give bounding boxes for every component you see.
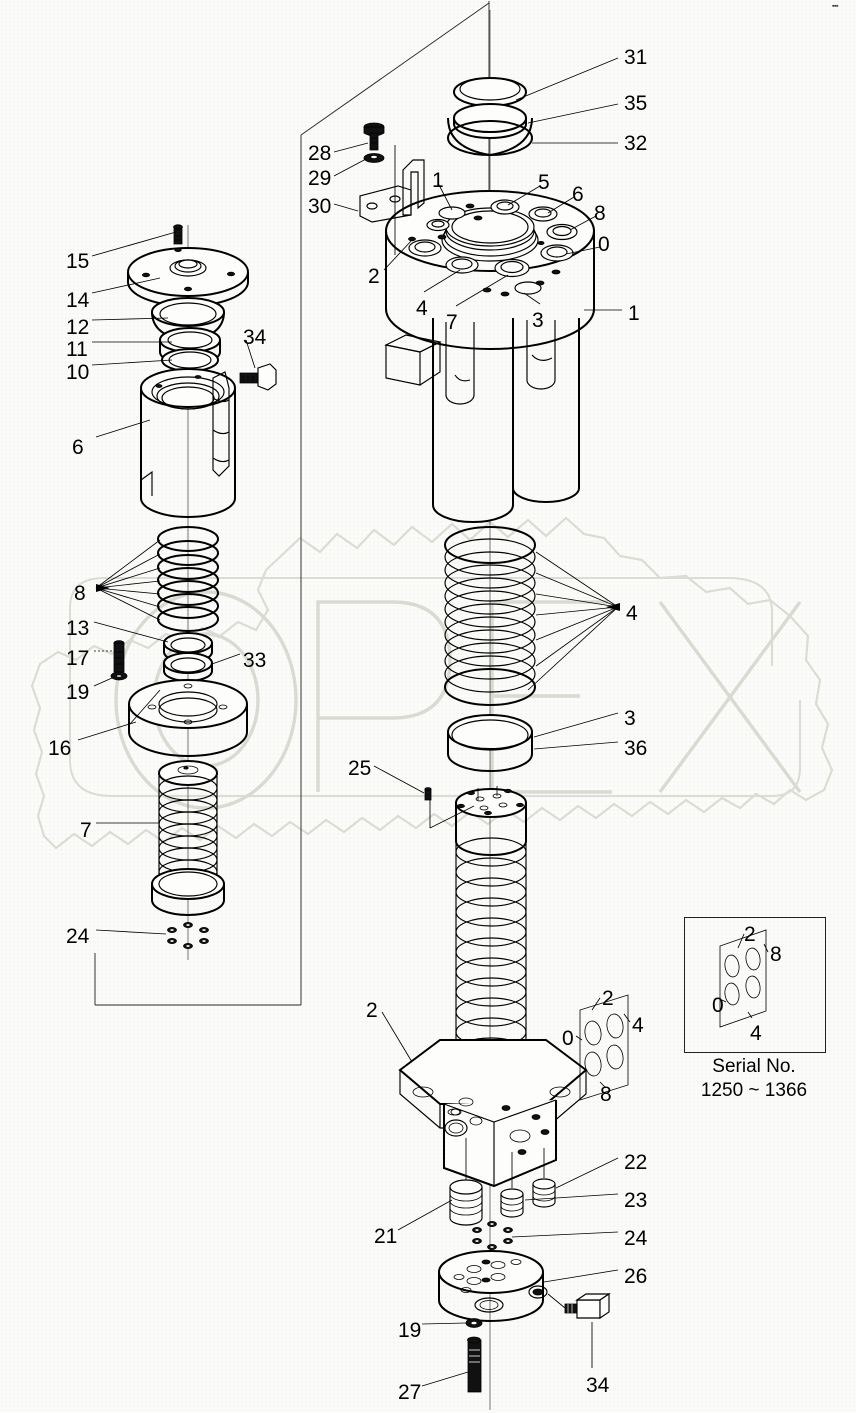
callout-5: 5 [538,171,550,194]
part-bolt-27 [467,1336,482,1393]
callout-2: 2 [602,987,614,1010]
callout-0: 0 [598,233,610,256]
callout-34: 34 [586,1374,610,1397]
part-seal-10 [161,348,219,372]
callout-24: 24 [66,925,90,948]
callout-22: 22 [624,1151,648,1174]
part-bolt-28 [363,122,385,151]
callout-0: 0 [712,994,724,1017]
part-pin-25 [424,787,432,801]
part-plug-22 [532,1178,556,1208]
callout-4: 4 [750,1022,762,1045]
callout-8: 8 [770,943,782,966]
callout-6: 6 [572,183,584,206]
callout-34: 34 [243,326,267,349]
callout-3: 3 [624,707,636,730]
part-plug-23 [500,1188,524,1218]
callout-8: 8 [600,1083,612,1106]
callout-10: 10 [66,361,90,384]
callout-1: 1 [432,169,444,192]
callout-25: 25 [348,757,372,780]
callout-8: 8 [74,582,86,605]
callout-4: 4 [626,602,638,625]
callout-2: 2 [366,999,378,1022]
callout-28: 28 [308,142,332,165]
part-washers-24-left [167,922,209,950]
callout-2: 2 [744,923,756,946]
corner-mark: ▪▪▪ [832,3,838,10]
part-washers-24-lower [472,1221,513,1251]
callout-8: 8 [594,202,606,225]
callout-12: 12 [66,316,90,339]
serial-no-caption: Serial No. 1250 ~ 1366 [684,1055,824,1103]
callout-30: 30 [308,195,332,218]
callout-26: 26 [624,1265,648,1288]
callout-19: 19 [66,681,90,704]
callout-29: 29 [308,167,332,190]
part-seal-12 [151,297,225,343]
callout-14: 14 [66,289,90,312]
callout-32: 32 [624,132,648,155]
part-plug-21 [449,1179,483,1226]
part-bellows-7-left [151,760,225,916]
callout-16: 16 [48,737,72,760]
part-washer-19-bottom [465,1318,483,1328]
callout-27: 27 [398,1381,422,1404]
callout-35: 35 [624,92,648,115]
part-washer-29 [363,153,385,163]
part-housing-6-left [140,368,236,518]
callout-23: 23 [624,1189,648,1212]
part-ring-35-32 [447,103,533,157]
serial-no-box [684,917,826,1053]
callout-17: 17 [66,647,90,670]
leader-lines [77,57,769,1387]
callout-13: 13 [66,617,90,640]
gasket-inset-plate [579,994,629,1101]
callout-4: 4 [416,297,428,320]
callout-11: 11 [66,338,88,361]
part-ring-3-36 [447,714,533,772]
callout-3: 3 [532,309,544,332]
part-bolt-15 [173,224,183,245]
frame-outline [94,1,490,1006]
callout-7: 7 [80,819,92,842]
part-upper-flange [385,190,595,350]
part-main-body [384,318,580,523]
part-bottom-cap-26 [438,1250,548,1322]
part-bolt-34-left [239,363,277,391]
callout-15: 15 [66,250,90,273]
callout-24: 24 [624,1227,648,1250]
callout-6: 6 [72,436,84,459]
part-bolt-34-bottom [564,1292,611,1320]
part-bolt-17 [113,640,125,673]
part-oring-31 [453,77,527,107]
serial-no-range: 1250 ~ 1366 [700,1080,808,1101]
callout-1: 1 [628,302,640,325]
part-washer-19-left [110,671,128,681]
serial-no-label: Serial No. [712,1056,796,1077]
callout-7: 7 [446,311,458,334]
callout-0: 0 [562,1027,574,1050]
callout-2: 2 [368,265,380,288]
callout-21: 21 [374,1225,398,1248]
part-coil-spring-4 [444,526,536,706]
part-valve-block-2 [398,1039,588,1188]
callout-31: 31 [624,46,648,69]
callout-36: 36 [624,737,648,760]
serial-inset-plate [719,929,767,1028]
callout-19: 19 [398,1319,422,1342]
callout-33: 33 [243,649,267,672]
callout-4: 4 [632,1014,644,1037]
